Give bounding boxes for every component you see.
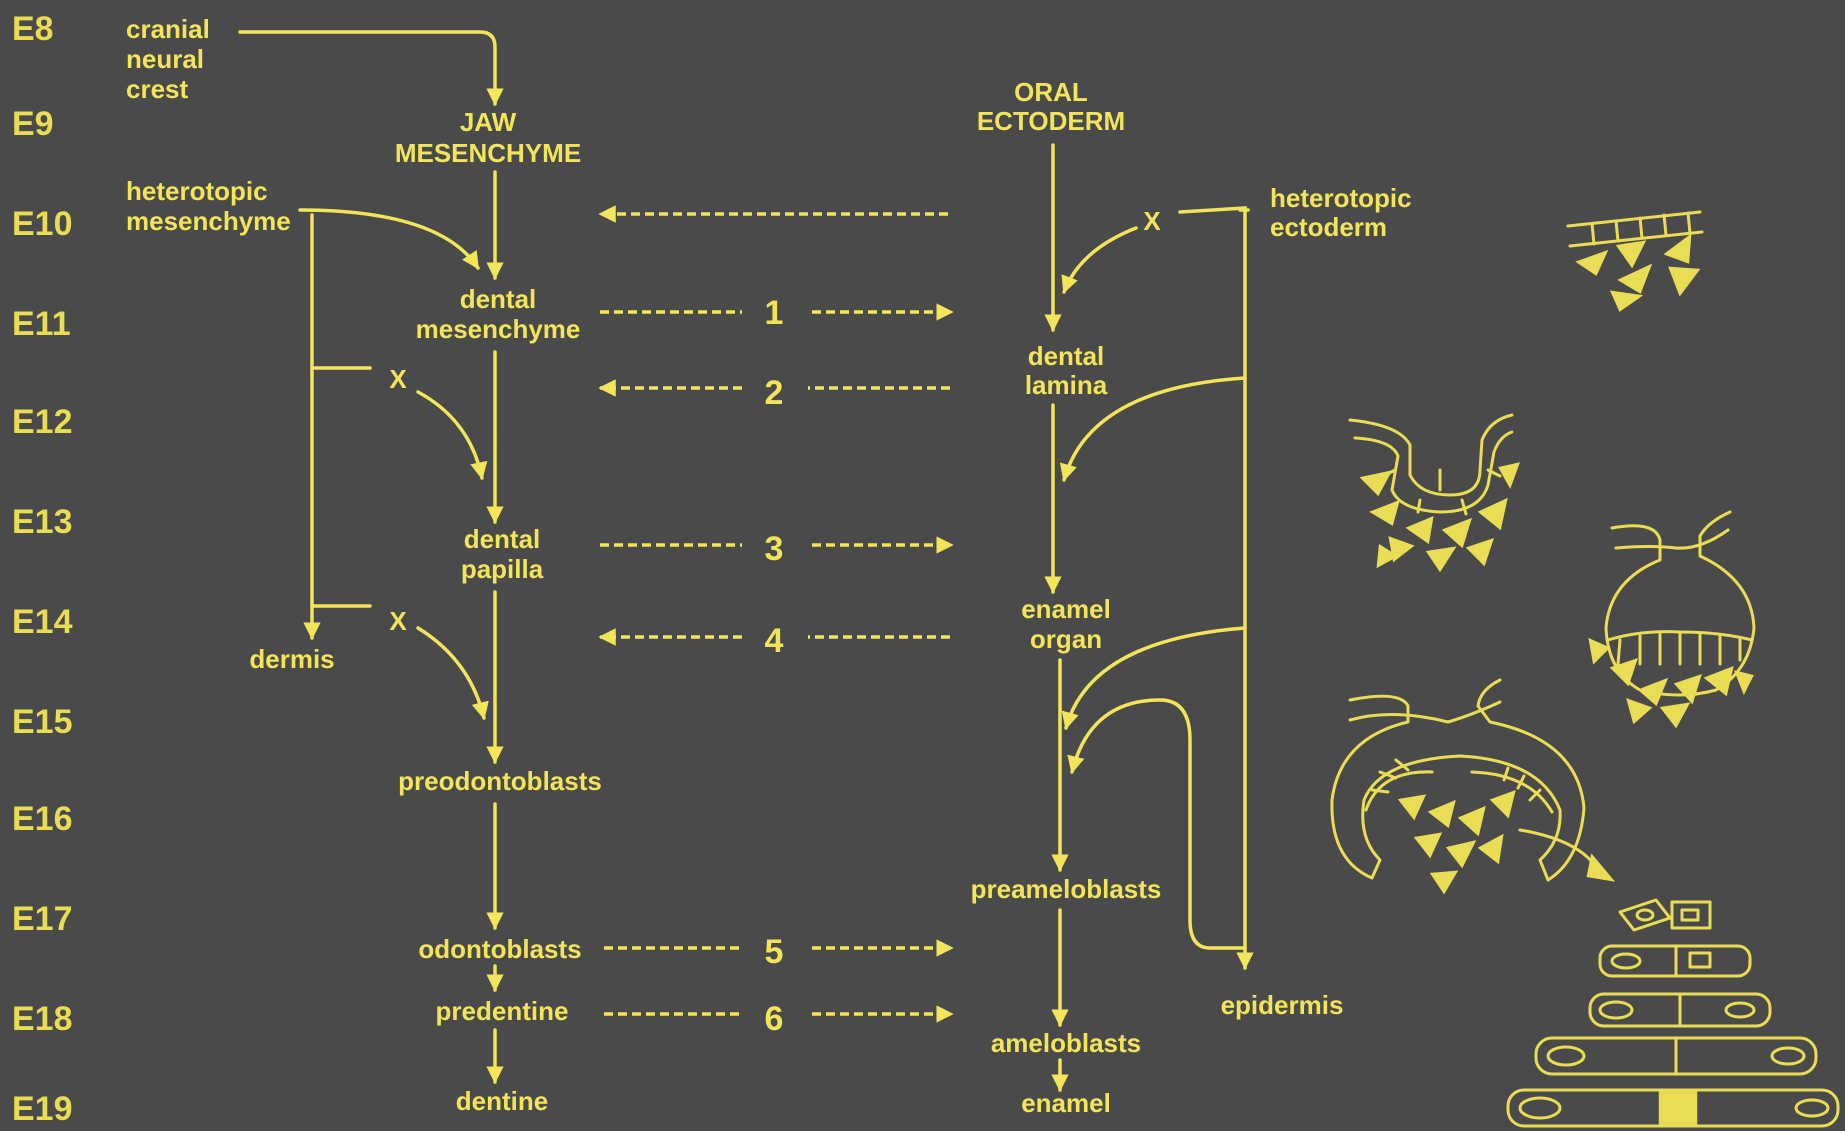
mesenchyme-arrows: [238, 30, 504, 1084]
label-dental-lamina-1: dental: [1028, 341, 1105, 371]
interaction-3: 3: [765, 530, 784, 568]
label-dental-papilla-1: dental: [464, 524, 541, 554]
block-mark-2: X: [389, 606, 407, 636]
day-e10: E10: [12, 205, 73, 243]
interaction-4: 4: [765, 622, 784, 660]
illustration-cap-stage: [1588, 510, 1756, 729]
label-jaw: JAW: [460, 107, 517, 137]
day-e15: E15: [12, 703, 73, 741]
illustration-bud-stage: [1348, 413, 1520, 573]
interaction-1: 1: [765, 294, 784, 332]
label-dentine: dentine: [456, 1086, 548, 1116]
day-e11: E11: [12, 305, 71, 343]
label-het-mes-1: heterotopic: [126, 176, 268, 206]
label-odontoblasts: odontoblasts: [418, 934, 581, 964]
label-oral: ORAL: [1014, 77, 1088, 107]
day-e12: E12: [12, 403, 73, 441]
illustration-bell-stage: [1330, 678, 1616, 895]
day-e17: E17: [12, 900, 73, 938]
label-het-ect-2: ectoderm: [1270, 212, 1387, 242]
label-neural: neural: [126, 44, 204, 74]
day-e14: E14: [12, 603, 73, 641]
label-preameloblasts: preameloblasts: [971, 874, 1162, 904]
label-het-ect-1: heterotopic: [1270, 183, 1412, 213]
interaction-arrows: [598, 205, 954, 1023]
illustration-ameloblast-stack: [1506, 898, 1840, 1128]
label-ectoderm-upper: ECTODERM: [977, 106, 1125, 136]
day-e16: E16: [12, 800, 73, 838]
day-e9: E9: [12, 105, 54, 143]
label-preodontoblasts: preodontoblasts: [398, 766, 602, 796]
interaction-6: 6: [765, 1000, 784, 1038]
label-dental-mes-1: dental: [460, 284, 537, 314]
block-mark-3: X: [1143, 206, 1161, 236]
label-enamel-organ-2: organ: [1030, 624, 1102, 654]
label-predentine: predentine: [436, 996, 569, 1026]
day-e13: E13: [12, 503, 73, 541]
day-e19: E19: [12, 1090, 73, 1128]
ectoderm-arrows: [1044, 143, 1254, 1092]
label-dental-papilla-2: papilla: [461, 554, 544, 584]
label-ameloblasts: ameloblasts: [991, 1028, 1141, 1058]
label-cranial: cranial: [126, 14, 210, 44]
label-enamel-organ-1: enamel: [1021, 594, 1111, 624]
interaction-2: 2: [765, 374, 784, 412]
day-e18: E18: [12, 1000, 73, 1038]
label-dermis: dermis: [249, 644, 334, 674]
label-epidermis: epidermis: [1221, 990, 1344, 1020]
block-mark-1: X: [389, 364, 407, 394]
interaction-5: 5: [765, 933, 784, 971]
label-dental-lamina-2: lamina: [1025, 370, 1108, 400]
illustration-early-epithelium: [1566, 210, 1704, 312]
label-crest: crest: [126, 74, 188, 104]
timeline: E8 E9 E10 E11 E12 E13 E14 E15 E16 E17 E1…: [12, 10, 73, 1128]
label-mesenchyme-upper: MESENCHYME: [395, 138, 581, 168]
label-dental-mes-2: mesenchyme: [416, 314, 581, 344]
day-e8: E8: [12, 10, 54, 48]
label-enamel: enamel: [1021, 1088, 1111, 1118]
label-het-mes-2: mesenchyme: [126, 206, 291, 236]
